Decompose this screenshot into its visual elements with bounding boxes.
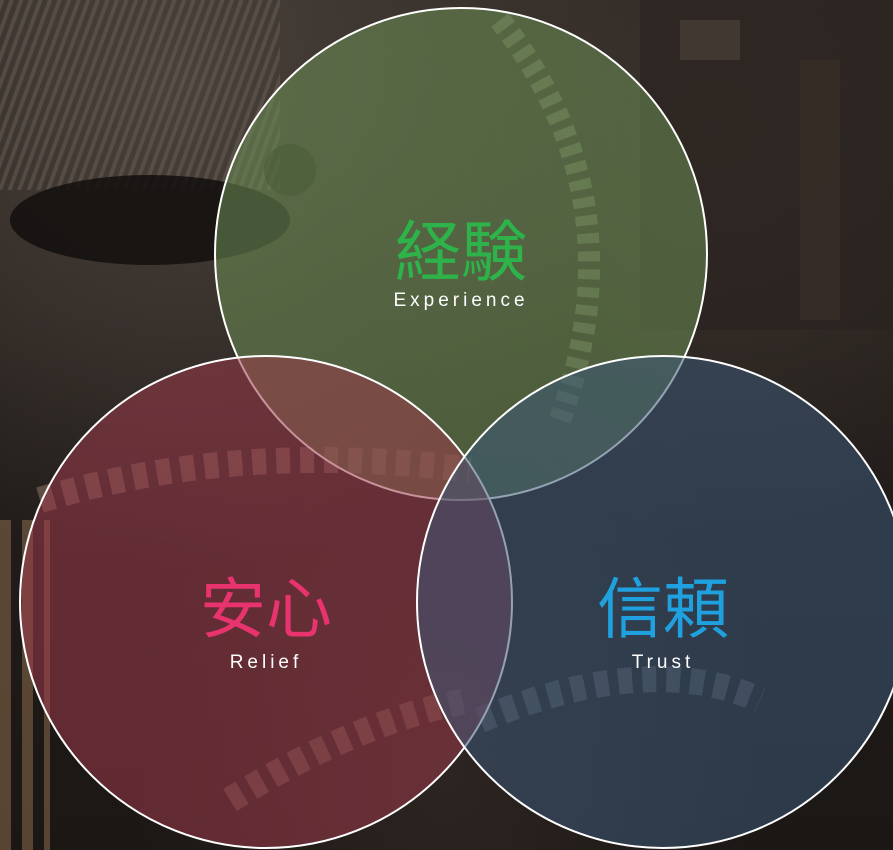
experience-subtitle: Experience [393, 290, 528, 311]
experience-title: 経験 [395, 214, 527, 291]
trust-title: 信頼 [597, 571, 729, 648]
relief-title: 安心 [200, 571, 332, 648]
relief-subtitle: Relief [230, 652, 303, 673]
trust-subtitle: Trust [632, 652, 695, 673]
circle-trust [416, 355, 893, 849]
